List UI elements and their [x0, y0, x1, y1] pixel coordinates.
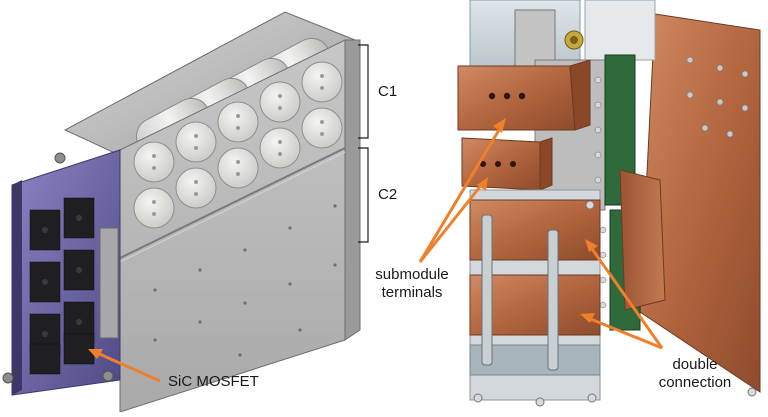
terminal-upper: [457, 59, 591, 131]
arrow-head-terminal-upper: [493, 118, 506, 133]
capacitor-discs: [133, 61, 343, 229]
label-double-connection-line2: connection: [658, 374, 732, 391]
arrow-terminal-upper: [418, 124, 504, 263]
slot-bars: [481, 214, 559, 371]
terminal-lower: [461, 137, 553, 191]
sic-mosfet-board: [2, 149, 121, 396]
arrow-connection-lower: [587, 316, 663, 350]
label-sic-mosfet: SiC MOSFET: [168, 373, 259, 390]
arrow-head-connection-lower: [580, 313, 595, 323]
label-submodule-terminals-line1: submodule: [375, 266, 449, 283]
label-submodule-terminals: submodule terminals: [362, 266, 462, 302]
arrow-head-connection-upper: [585, 239, 598, 252]
label-c2: C2: [378, 186, 398, 203]
photo-module: [457, 0, 761, 407]
cad-module: [2, 11, 369, 413]
arrow-head-sic-mosfet: [88, 349, 103, 359]
label-c1: C1: [378, 83, 398, 100]
arrow-connection-upper: [588, 245, 664, 349]
label-double-connection: double connection: [640, 356, 750, 392]
arrow-head-terminal-lower: [477, 177, 488, 191]
capacitor-brackets: [358, 44, 369, 243]
arrow-terminal-lower: [418, 182, 485, 263]
label-submodule-terminals-line2: terminals: [381, 284, 443, 301]
annotation-arrows: [88, 118, 664, 383]
label-double-connection-line1: double: [672, 356, 718, 373]
arrow-sic-mosfet: [94, 350, 161, 383]
